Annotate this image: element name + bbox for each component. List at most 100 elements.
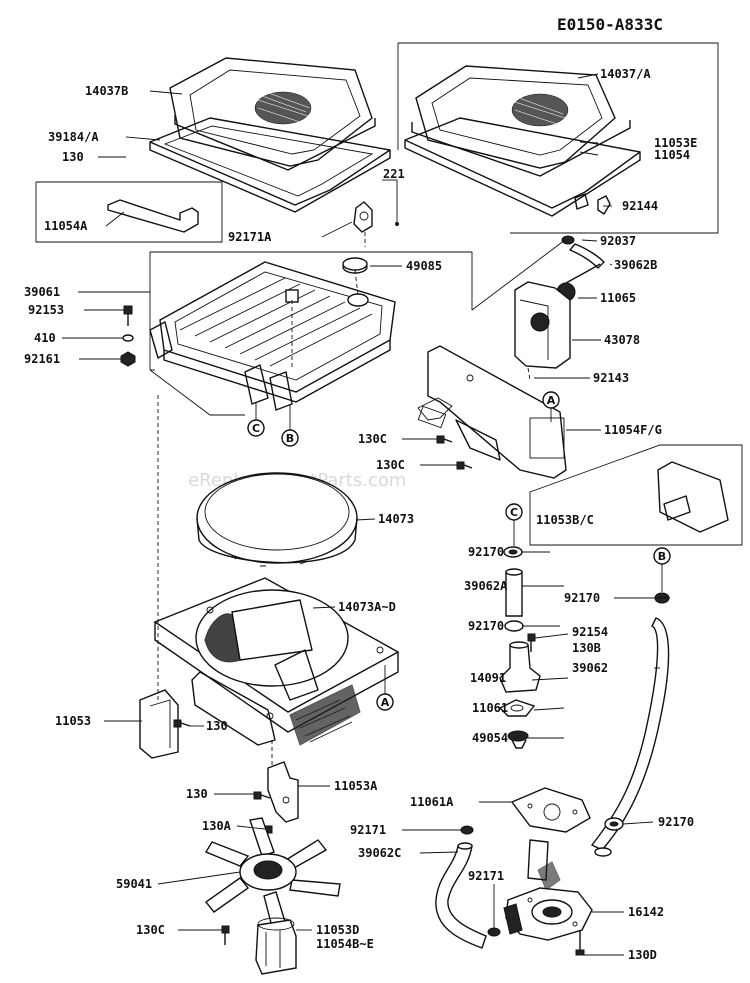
thermostat-housing-14091 <box>499 641 541 693</box>
bolt-130-mid <box>173 719 191 728</box>
svg-text:C: C <box>510 506 518 519</box>
diagram-code: E0150-A833C <box>557 15 663 34</box>
baffle-11053 <box>139 689 179 759</box>
label-39062C: 39062C <box>358 846 401 860</box>
label-11053: 11053 <box>55 714 91 728</box>
label-39184A: 39184/A <box>48 130 99 144</box>
gasket-11061 <box>498 699 536 717</box>
top-cover-left <box>169 57 376 171</box>
label-11054: 11054 <box>654 148 690 162</box>
rod-221 <box>395 180 399 226</box>
label-130-mid: 130 <box>206 719 228 733</box>
label-92171-lower: 92171 <box>468 869 504 883</box>
label-16142: 16142 <box>628 905 664 919</box>
svg-text:A: A <box>381 696 390 709</box>
leader-lines <box>62 73 670 956</box>
marker-b-hose: B <box>653 547 671 592</box>
marker-c-top: C <box>247 402 265 437</box>
label-92161: 92161 <box>24 352 60 366</box>
label-130B: 130B <box>572 641 601 655</box>
label-130A: 130A <box>202 819 232 833</box>
gasket-frame-left <box>149 117 391 213</box>
label-43078: 43078 <box>604 333 640 347</box>
label-92153: 92153 <box>28 303 64 317</box>
radiator-39061 <box>149 261 396 411</box>
label-92171A: 92171A <box>228 230 272 244</box>
bracket-11053BC-box <box>529 444 743 546</box>
hose-39062B <box>471 239 605 311</box>
pipe-39062A <box>505 568 523 617</box>
hose-39062C <box>435 842 487 949</box>
fan-housing-14073AD <box>153 577 400 746</box>
clamp-92171-lower <box>487 927 501 937</box>
c-lead-guide <box>149 369 245 416</box>
bolt-92154 <box>527 633 536 652</box>
label-130C-lower: 130C <box>376 458 405 472</box>
label-39062A: 39062A <box>464 579 508 593</box>
label-14037B: 14037B <box>85 84 128 98</box>
label-14037A: 14037/A <box>600 67 651 81</box>
label-92143: 92143 <box>593 371 629 385</box>
label-11053D: 11053D <box>316 923 359 937</box>
top-cover-right <box>404 65 641 217</box>
reservoir-tank-43078 <box>514 281 571 381</box>
label-130D: 130D <box>628 948 657 962</box>
radiator-cap-49085 <box>342 257 369 307</box>
label-130-lower: 130 <box>186 787 208 801</box>
label-11053E: 11053E <box>654 136 697 150</box>
bracket-11054A-box <box>35 181 223 243</box>
label-11061: 11061 <box>472 701 508 715</box>
marker-b-top: B <box>281 404 299 447</box>
svg-text:C: C <box>252 422 260 435</box>
label-92154: 92154 <box>572 625 608 639</box>
marker-a-bracket: A <box>542 391 560 422</box>
nut-92161 <box>120 351 136 367</box>
bolt-130D <box>575 930 585 956</box>
label-39062: 39062 <box>572 661 608 675</box>
latch-92171A <box>353 201 373 247</box>
part-labels: 14037B 14037/A 39184/A 11053E 11054 130 … <box>24 67 697 962</box>
thermostat-49054 <box>507 730 529 749</box>
bolt-130C-lower <box>456 461 473 470</box>
label-49054: 49054 <box>472 731 508 745</box>
label-59041: 59041 <box>116 877 152 891</box>
svg-text:A: A <box>547 394 556 407</box>
clamp-92037 <box>561 235 575 245</box>
bracket-11053A <box>267 740 299 823</box>
label-130C-upper: 130C <box>358 432 387 446</box>
label-14073AD: 14073A~D <box>338 600 396 614</box>
marker-c-pump: C <box>505 503 523 546</box>
label-92037: 92037 <box>600 234 636 248</box>
spacer-11053D <box>255 917 297 975</box>
label-11054FG: 11054F/G <box>604 423 662 437</box>
clamp-92171-upper <box>460 825 474 835</box>
label-11054BE: 11054B~E <box>316 937 374 951</box>
marker-a-housing: A <box>376 665 394 711</box>
bolt-130-lower <box>253 791 271 800</box>
optional-cover-group-box <box>397 42 719 234</box>
label-11054A: 11054A <box>44 219 88 233</box>
label-130-top: 130 <box>62 150 84 164</box>
clip-92144 <box>597 195 611 215</box>
label-14073: 14073 <box>378 512 414 526</box>
label-11053BC: 11053B/C <box>536 513 594 527</box>
label-11065: 11065 <box>600 291 636 305</box>
label-11053A: 11053A <box>334 779 378 793</box>
clamp-92170-mid <box>504 620 524 632</box>
label-92170-upper: 92170 <box>468 545 504 559</box>
label-39061: 39061 <box>24 285 60 299</box>
label-14091: 14091 <box>470 671 506 685</box>
hose-39062 <box>590 617 670 857</box>
bolt-92153 <box>123 305 133 326</box>
radiator-group-box <box>149 251 473 371</box>
label-221: 221 <box>383 167 405 181</box>
washer-410 <box>122 334 134 342</box>
label-49085: 49085 <box>406 259 442 273</box>
label-92144: 92144 <box>622 199 658 213</box>
fan-shroud-ring-14073 <box>196 472 358 567</box>
clamp-92170-lower <box>604 817 624 831</box>
bolt-130C-upper <box>436 435 453 444</box>
cover-grille <box>254 91 312 125</box>
